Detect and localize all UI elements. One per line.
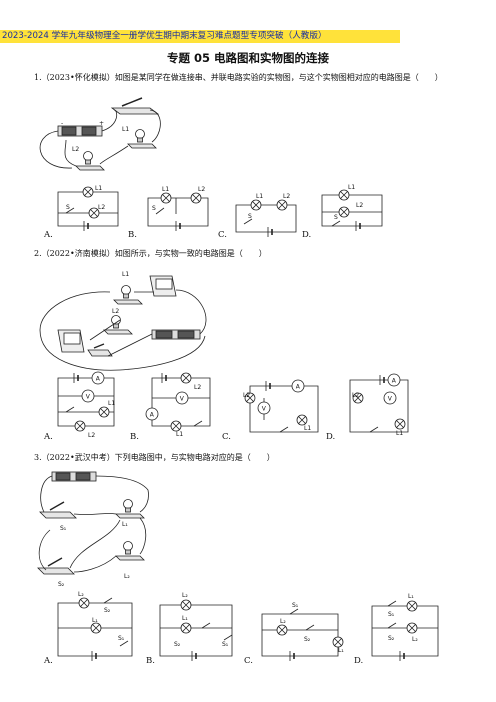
q2-circuit-c: L2 L1 — [243, 379, 319, 433]
svg-text:S₁: S₁ — [222, 641, 229, 648]
q2-physical-circuit: L1 L2 — [39, 271, 207, 371]
svg-text:L₁: L₁ — [92, 617, 98, 624]
svg-text:L₁: L₁ — [338, 647, 344, 654]
q3-option-c[interactable]: C. — [244, 656, 253, 666]
svg-text:L₂: L₂ — [124, 573, 130, 580]
svg-text:L₂: L₂ — [412, 636, 418, 643]
svg-text:S: S — [66, 204, 70, 211]
svg-text:S₂: S₂ — [174, 641, 181, 648]
svg-text:L₂: L₂ — [78, 591, 84, 598]
svg-text:L₁: L₁ — [122, 521, 128, 528]
svg-text:L₂: L₂ — [280, 618, 286, 625]
svg-text:S₁: S₁ — [60, 525, 67, 532]
q2-option-b[interactable]: B. — [130, 432, 139, 442]
svg-text:L2: L2 — [356, 202, 363, 209]
svg-text:L1: L1 — [348, 184, 355, 191]
svg-text:L₂: L₂ — [182, 592, 188, 599]
q1-circuit-d: L1 L2 S — [321, 184, 383, 231]
svg-text:S₂: S₂ — [104, 607, 111, 614]
svg-text:S: S — [152, 205, 156, 212]
svg-text:L1: L1 — [162, 186, 169, 193]
q2-option-a[interactable]: A. — [44, 432, 53, 442]
q2-option-d[interactable]: D. — [326, 432, 336, 442]
q1-circuit-a: L1 L2 S — [57, 185, 119, 231]
q2-circuit-d: L2 L1 — [349, 373, 409, 437]
svg-text:L₁: L₁ — [408, 593, 414, 600]
svg-text:S₁: S₁ — [388, 611, 395, 618]
svg-text:L2: L2 — [88, 432, 95, 439]
svg-text:L1: L1 — [122, 271, 129, 278]
svg-text:S: S — [334, 214, 338, 221]
svg-text:L1: L1 — [304, 425, 311, 432]
q1-circuit-b: L1 L2 S — [147, 186, 209, 231]
svg-text:S₂: S₂ — [304, 636, 311, 643]
svg-text:L2: L2 — [112, 308, 119, 315]
svg-text:L1: L1 — [108, 400, 115, 407]
svg-text:S₂: S₂ — [58, 581, 65, 588]
svg-text:L2: L2 — [243, 392, 250, 399]
q3-circuit-c: S₁ L₂ S₂ L₁ — [261, 602, 344, 661]
q1-option-a[interactable]: A. — [44, 230, 53, 240]
q3-circuit-b: L₂ L₁ S₂ S₁ — [159, 592, 233, 661]
svg-text:S: S — [248, 213, 252, 220]
svg-text:L1: L1 — [95, 185, 102, 192]
q1-option-c[interactable]: C. — [218, 230, 227, 240]
svg-text:L1: L1 — [176, 431, 183, 438]
q2-circuit-a: L1 L2 — [57, 371, 115, 439]
document-banner: 2023-2024 学年九年级物理全一册学优生期中期末复习难点题型专项突破（人教… — [0, 30, 400, 43]
question-2: 2.（2022•济南模拟）如图所示，与实物一致的电路图是（ ） — [34, 249, 267, 258]
svg-text:L2: L2 — [194, 384, 201, 391]
q3-option-b[interactable]: B. — [146, 656, 155, 666]
q1-circuit-c: L1 L2 S — [235, 193, 297, 237]
q1-physical-circuit: - + L1 L2 — [39, 97, 161, 171]
svg-text:L2: L2 — [352, 392, 359, 399]
q3-option-d[interactable]: D. — [354, 656, 364, 666]
svg-text:L2: L2 — [283, 193, 290, 200]
svg-text:L1: L1 — [256, 193, 263, 200]
svg-text:L1: L1 — [396, 430, 403, 437]
svg-text:+: + — [99, 120, 104, 127]
q3-option-a[interactable]: A. — [44, 656, 53, 666]
question-1: 1.（2023•怀化模拟）如图是某同学在做连接串、并联电路实验的实物图，与这个实… — [34, 73, 443, 82]
q2-option-c[interactable]: C. — [222, 432, 231, 442]
svg-text:L₁: L₁ — [182, 615, 188, 622]
page-title: 专题 05 电路图和实物图的连接 — [166, 51, 329, 65]
svg-text:L2: L2 — [98, 204, 105, 211]
q1-real-l1: L1 — [122, 126, 129, 133]
q3-circuit-d: L₁ S₁ S₂ L₂ — [371, 593, 439, 661]
svg-text:S₁: S₁ — [118, 635, 125, 642]
svg-text:S₂: S₂ — [388, 635, 395, 642]
q1-option-d[interactable]: D. — [302, 230, 312, 240]
q1-option-b[interactable]: B. — [128, 230, 137, 240]
svg-text:S₁: S₁ — [292, 602, 299, 609]
q1-real-l2: L2 — [72, 146, 79, 153]
q2-circuit-b: L2 L1 — [145, 372, 211, 438]
q3-circuit-a: L₂ S₂ L₁ S₁ — [57, 591, 133, 661]
svg-text:L2: L2 — [198, 186, 205, 193]
svg-text:-: - — [61, 120, 63, 127]
q3-physical-circuit: S₁ S₂ L₁ L₂ — [37, 471, 149, 588]
question-3: 3.（2022•武汉中考）下列电路图中，与实物电路对应的是（ ） — [34, 453, 275, 462]
